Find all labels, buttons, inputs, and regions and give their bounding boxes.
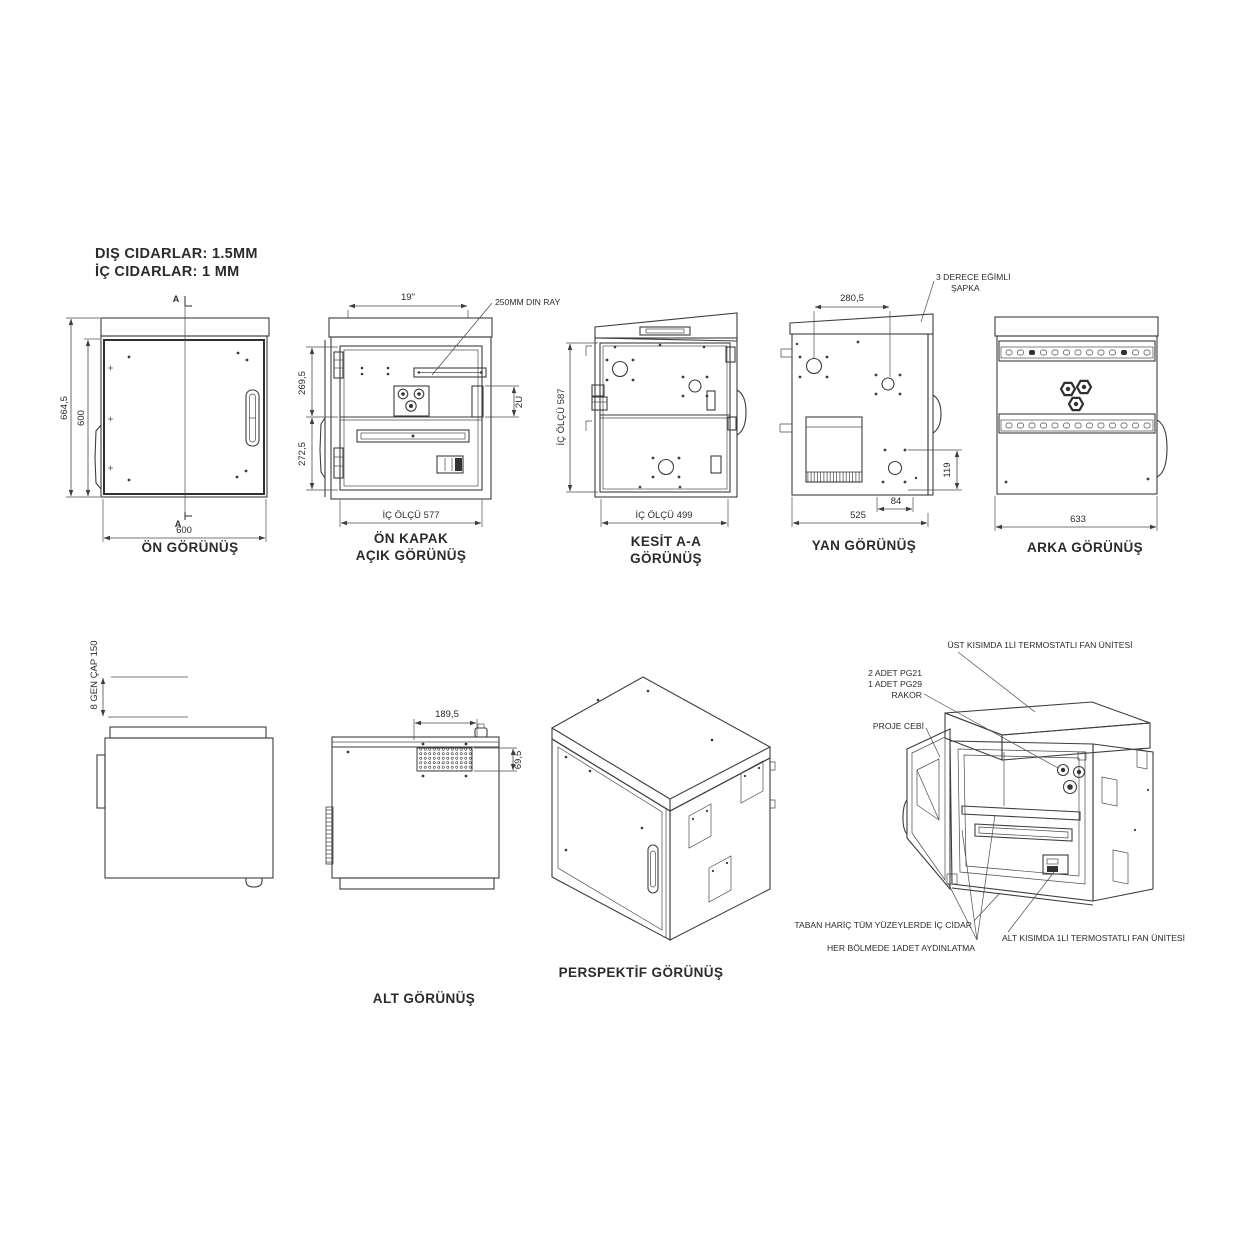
title-front-view: ÖN GÖRÜNÜŞ <box>141 540 238 555</box>
title-section-1: KESİT A-A <box>631 534 702 549</box>
callout-sloped-cap-2: ŞAPKA <box>951 283 980 293</box>
view-back: 633 ARKA GÖRÜNÜŞ <box>994 316 1168 555</box>
callout-inner-wall: TABAN HARİÇ TÜM YÜZEYLERDE İÇ CİDAR <box>794 920 972 930</box>
dim-front-door-height: 600 <box>76 410 87 426</box>
back-rail-upper <box>998 340 1156 362</box>
callout-lighting: HER BÖLMEDE 1ADET AYDINLATMA <box>827 943 975 953</box>
note-outer-walls: DIŞ CIDARLAR: 1.5MM <box>95 246 258 262</box>
bottom-knob <box>474 723 488 738</box>
dim-front-outer-height: 664,5 <box>59 396 70 420</box>
section-marker-bottom: A <box>175 519 182 529</box>
dim-front-width: 600 <box>176 525 192 536</box>
dim-section-inner-width: İÇ ÖLÇÜ 499 <box>635 510 692 521</box>
section-right-parts <box>706 346 737 474</box>
dim-side-119: 119 <box>942 462 953 477</box>
title-section-2: GÖRÜNÜŞ <box>630 551 702 566</box>
perspective-right-panels <box>688 760 764 903</box>
perspective-handle <box>647 844 659 894</box>
view-perspective: PERSPEKTİF GÖRÜNÜŞ <box>550 676 776 980</box>
section-hinge-blocks <box>591 384 608 411</box>
dim-section-inner-height: İÇ ÖLÇÜ 587 <box>556 388 567 445</box>
dim-inner-width-577: İÇ ÖLÇÜ 577 <box>382 510 439 521</box>
din-rail <box>413 367 487 378</box>
view-front-open: 250MM DIN RAY 19" 2U <box>297 292 561 563</box>
dim-vent-width: 189,5 <box>435 709 459 720</box>
view-left-side: 8 GEN ÇAP 150 <box>89 640 274 888</box>
terminal-block <box>436 455 464 474</box>
back-gland-nuts <box>1059 379 1093 412</box>
callout-gland-3: RAKOR <box>891 690 922 700</box>
annotated-right-panels <box>1101 748 1150 885</box>
view-section-aa: İÇ ÖLÇÜ 587 İÇ ÖLÇÜ 499 KESİT A-A GÖRÜNÜ… <box>556 312 747 566</box>
title-perspective-view: PERSPEKTİF GÖRÜNÜŞ <box>559 965 724 980</box>
door-hinges <box>333 351 344 479</box>
title-back-view: ARKA GÖRÜNÜŞ <box>1027 540 1143 555</box>
dim-rack-width: 19" <box>401 292 415 303</box>
view-annotated-open: ÜST KISIMDA 1Lİ TERMOSTATLI FAN ÜNİTESİ … <box>794 640 1185 953</box>
interior-rail <box>974 823 1073 842</box>
interior-glands <box>1056 763 1086 795</box>
view-side: 280,5 3 DERECE EĞİMLİ ŞAPKA 119 84 525 Y… <box>779 272 1011 553</box>
dim-lower-compartment: 272,5 <box>297 442 308 466</box>
note-inner-walls: İÇ CIDARLAR: 1 MM <box>95 263 239 280</box>
view-front: A A 664,5 600 600 ÖN GÖRÜNÜŞ <box>59 294 270 555</box>
back-rail-lower <box>998 413 1156 434</box>
title-front-open-2: AÇIK GÖRÜNÜŞ <box>356 548 467 563</box>
dim-2u: 2U <box>514 396 525 408</box>
side-vent-grille <box>805 416 863 483</box>
dim-side-hole-spacing: 280,5 <box>840 293 864 304</box>
section-line-a: A A <box>173 294 192 529</box>
callout-project-pocket: PROJE CEBİ <box>873 721 924 731</box>
dim-side-depth: 525 <box>850 510 866 521</box>
dim-gland-cap-150: 8 GEN ÇAP 150 <box>89 640 100 709</box>
gland-plate <box>393 385 430 417</box>
callout-gland-2: 1 ADET PG29 <box>868 679 922 689</box>
bottom-vent-mesh <box>416 747 473 772</box>
lower-rail <box>356 429 470 443</box>
dim-side-84: 84 <box>891 496 902 507</box>
callout-fan-bottom: ALT KISIMDA 1Lİ TERMOSTATLI FAN ÜNİTESİ <box>1002 933 1185 943</box>
mount-dots <box>605 343 709 489</box>
title-bottom-view: ALT GÖRÜNÜŞ <box>373 991 475 1006</box>
callout-gland-1: 2 ADET PG21 <box>868 668 922 678</box>
title-side-view: YAN GÖRÜNÜŞ <box>812 538 916 553</box>
callout-din-rail: 250MM DIN RAY <box>495 297 561 307</box>
callout-sloped-cap-1: 3 DERECE EĞİMLİ <box>936 272 1011 282</box>
door-mount-marks <box>108 365 113 471</box>
interior-fan-block <box>1042 854 1069 875</box>
view-bottom: 189,5 69,5 ALT GÖRÜNÜŞ <box>325 709 524 1006</box>
wall-thickness-note: DIŞ CIDARLAR: 1.5MM İÇ CIDARLAR: 1 MM <box>95 246 258 280</box>
callout-leaders <box>923 651 1059 941</box>
dim-vent-height: 69,5 <box>513 751 524 770</box>
open-door <box>902 728 958 891</box>
bottom-hinge-serration <box>325 806 334 865</box>
side-dots <box>795 340 918 484</box>
title-front-open-1: ÖN KAPAK <box>374 531 448 546</box>
section-marker-top: A <box>173 294 180 304</box>
callout-fan-top: ÜST KISIMDA 1Lİ TERMOSTATLI FAN ÜNİTESİ <box>947 640 1132 650</box>
dim-upper-compartment: 269,5 <box>297 371 308 395</box>
dim-back-width: 633 <box>1070 514 1086 525</box>
